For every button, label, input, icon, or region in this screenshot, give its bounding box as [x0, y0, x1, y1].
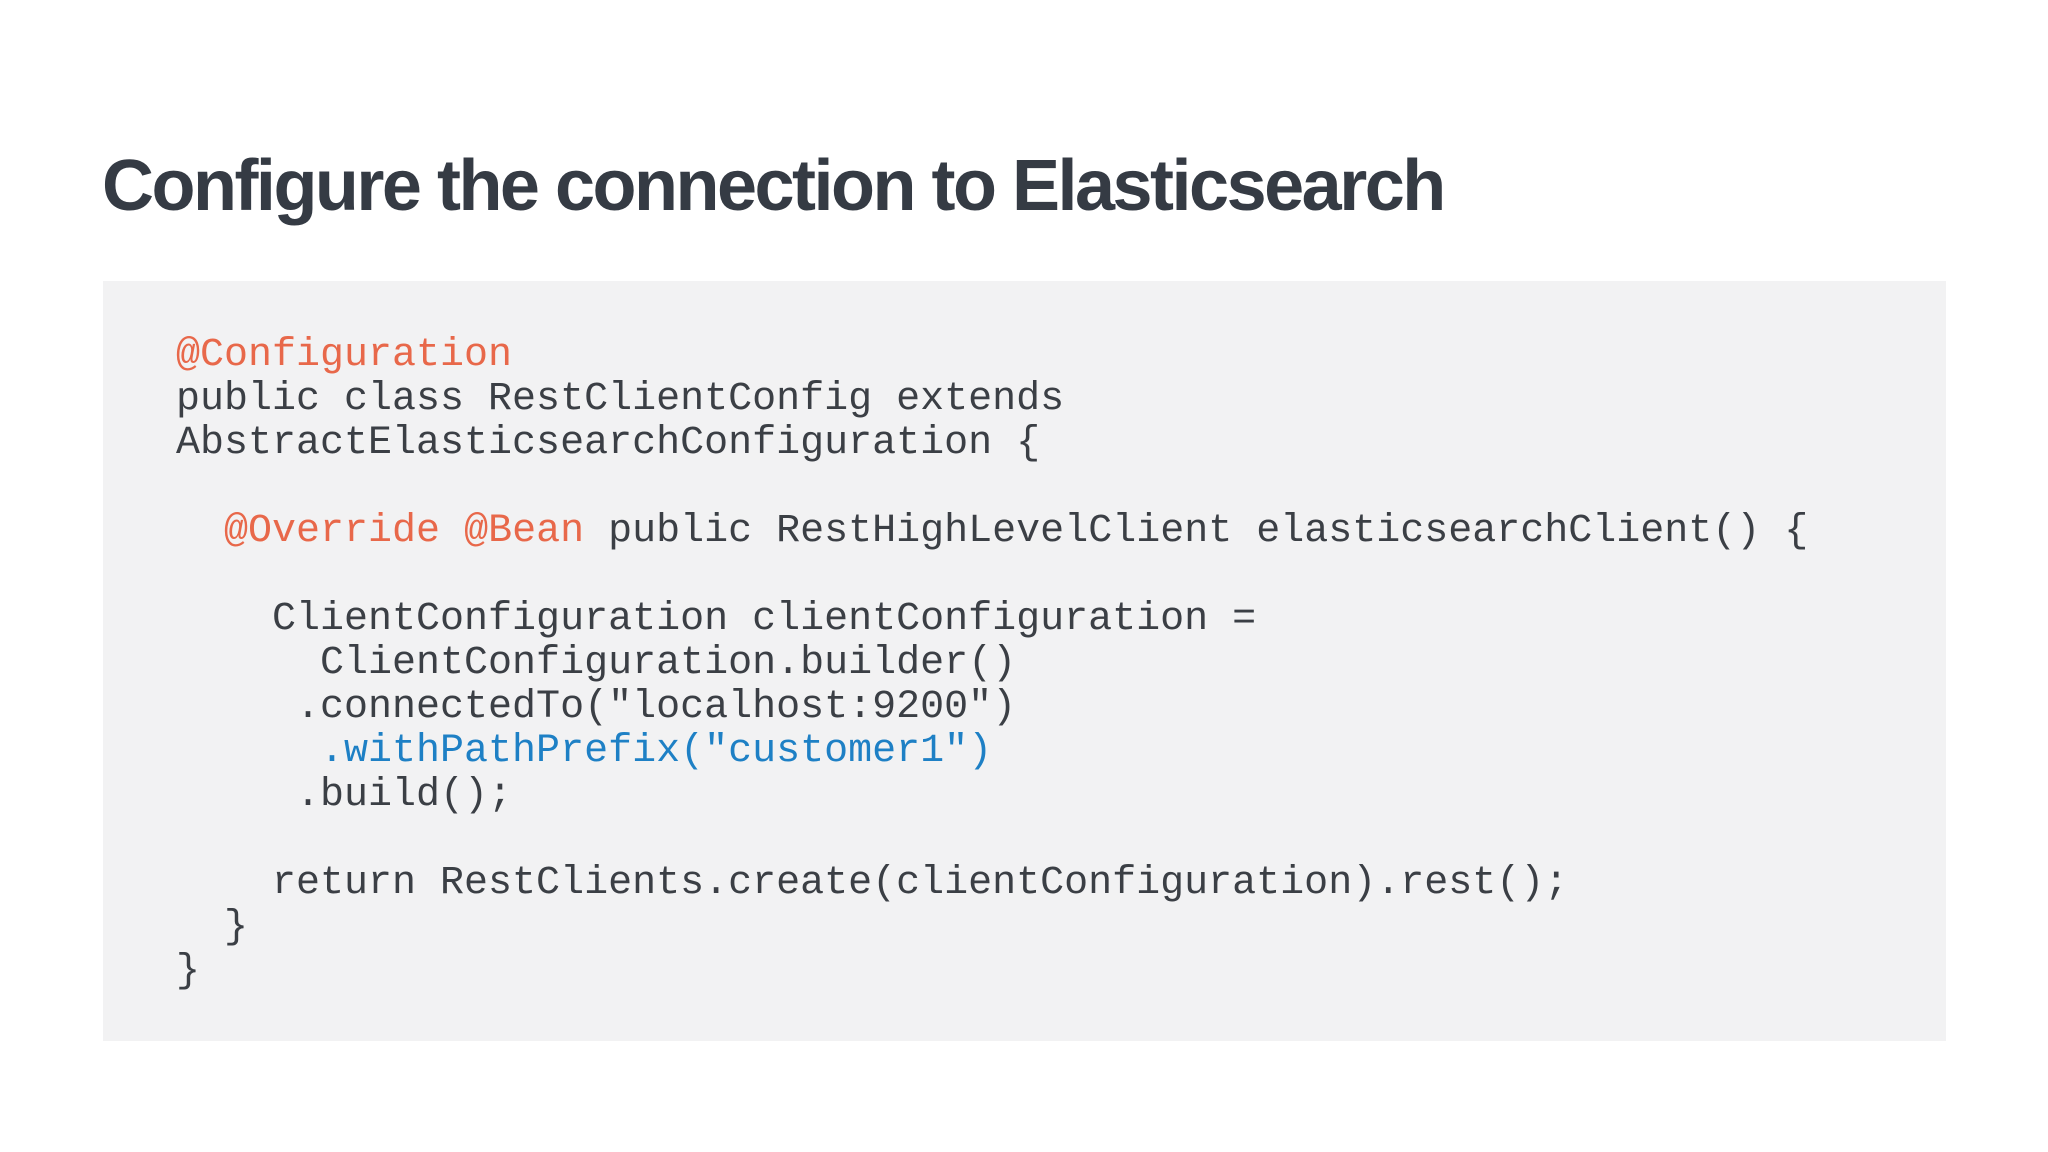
code-token: return RestClients.create(clientConfigur…: [176, 861, 1569, 906]
code-token: @Override: [224, 509, 441, 554]
code-token: ClientConfiguration.builder(): [176, 641, 1017, 686]
code-line: return RestClients.create(clientConfigur…: [176, 862, 1906, 906]
code-token: @Bean: [464, 509, 585, 554]
code-line: ClientConfiguration.builder(): [176, 642, 1906, 686]
code-line: AbstractElasticsearchConfiguration {: [176, 422, 1906, 466]
code-token: }: [176, 949, 201, 994]
code-token: [440, 509, 464, 554]
code-line: .withPathPrefix("customer1"): [176, 730, 1906, 774]
code-token: .connectedTo("localhost:9200"): [176, 685, 1017, 730]
code-line: .build();: [176, 774, 1906, 818]
code-line: ClientConfiguration clientConfiguration …: [176, 598, 1906, 642]
code-token: AbstractElasticsearchConfiguration {: [176, 421, 1041, 466]
code-line: }: [176, 950, 1906, 994]
code-line: [176, 818, 1906, 862]
code-token: ClientConfiguration clientConfiguration …: [176, 597, 1257, 642]
code-token: public class RestClientConfig extends: [176, 377, 1065, 422]
code-line: .connectedTo("localhost:9200"): [176, 686, 1906, 730]
code-line: [176, 554, 1906, 598]
slide-title: Configure the connection to Elasticsearc…: [102, 146, 1446, 227]
code-line: [176, 466, 1906, 510]
code-line: public class RestClientConfig extends: [176, 378, 1906, 422]
code-line: @Configuration: [176, 334, 1906, 378]
code-token: .withPathPrefix("customer1"): [176, 729, 993, 774]
code-line: }: [176, 906, 1906, 950]
code-token: public RestHighLevelClient elasticsearch…: [584, 509, 1809, 554]
code-token: @Configuration: [176, 333, 513, 378]
code-token: .build();: [176, 773, 513, 818]
code-token: [176, 509, 224, 554]
code-line: @Override @Bean public RestHighLevelClie…: [176, 510, 1906, 554]
code-token: }: [176, 905, 249, 950]
